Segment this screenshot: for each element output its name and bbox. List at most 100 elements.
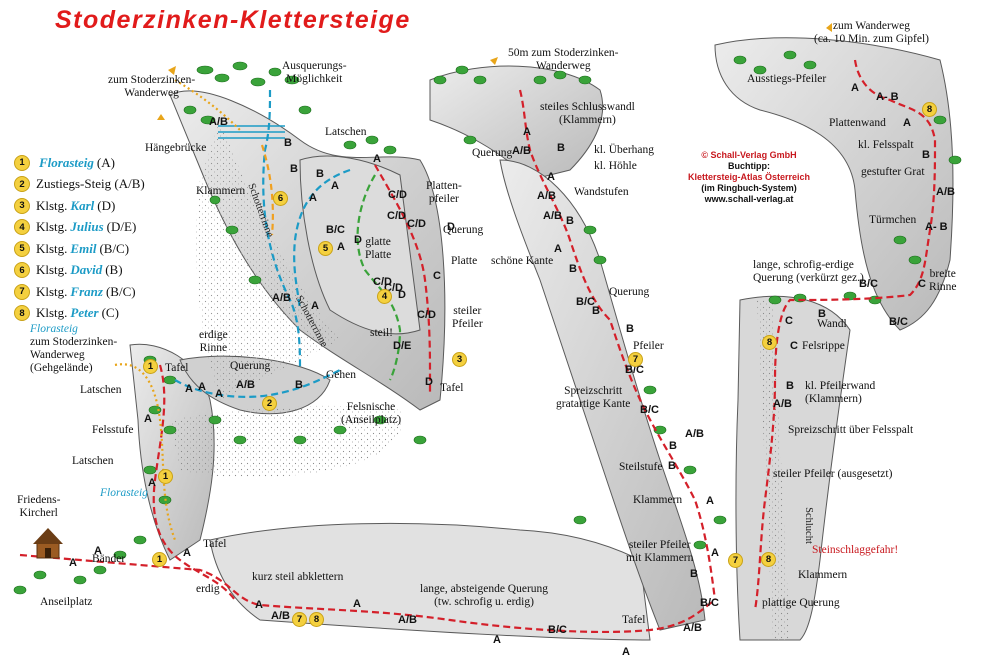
label-wandl: Wandl <box>817 318 847 330</box>
label-querung-mid: Querung <box>443 224 484 236</box>
grade-label: A/B <box>936 186 955 198</box>
label-steiler-pfeiler-ausgesetzt: steiler Pfeiler (ausgesetzt) <box>773 468 893 480</box>
label-kurz-steil: kurz steil abklettern <box>252 571 344 583</box>
grade-label: A <box>311 300 319 312</box>
legend-grade: (B) <box>105 262 123 278</box>
grade-label: A/B <box>543 210 562 222</box>
label-schoene-kante: schöne Kante <box>491 255 554 267</box>
grade-label: B/C <box>548 624 567 636</box>
label-friedens-kircherl: Friedens-Kircherl <box>17 494 61 519</box>
label-latschen-top: Latschen <box>325 126 367 138</box>
exit-arrow-right <box>826 23 832 32</box>
publisher-book: Klettersteig-Atlas Österreich <box>687 172 811 182</box>
route-julius <box>356 174 402 381</box>
grade-label: D <box>398 289 406 301</box>
label-florasteig-bottom-label: Florasteig <box>100 487 148 499</box>
legend-number: 4 <box>14 219 30 236</box>
legend-prefix: Klstg. <box>36 240 68 256</box>
grade-label: D <box>447 221 455 233</box>
rock-left-slab <box>299 155 421 335</box>
grade-label: A/B <box>209 116 228 128</box>
label-plattige-querung: plattige Querung <box>762 597 840 609</box>
legend-grade: (B/C) <box>99 240 130 256</box>
grade-label: B/C <box>576 296 595 308</box>
grade-label: B/C <box>640 404 659 416</box>
legend-number: 5 <box>14 240 30 257</box>
route-marker-7: 7 <box>628 352 643 367</box>
grade-label: A <box>711 547 719 559</box>
label-klammern-left: Klammern <box>196 185 246 197</box>
grade-label: A/B <box>398 614 417 626</box>
publisher-web: www.schall-verlag.at <box>704 194 794 204</box>
legend-number: 3 <box>14 197 30 214</box>
route-marker-1: 1 <box>143 359 158 374</box>
label-steinschlag: Steinschlaggefahr! <box>812 544 899 556</box>
label-lange-absteigende: lange, absteigende Querung(tw. schrofig … <box>420 583 549 608</box>
grade-label: A <box>148 477 156 489</box>
publisher-system: (im Ringbuch-System) <box>701 183 797 193</box>
label-klammern-right: Klammern <box>798 569 848 581</box>
rock-center-top <box>429 65 604 181</box>
legend-route-name: Florasteig <box>39 154 94 170</box>
legend-grade: (A) <box>96 154 115 170</box>
label-steiles-schlusswandl: steiles Schlusswandl(Klammern) <box>540 101 635 126</box>
grade-label: A <box>851 82 859 94</box>
exit-arrow-top-left <box>168 66 176 75</box>
grade-label: B <box>668 460 676 472</box>
label-wandstufen: Wandstufen <box>574 186 629 198</box>
label-plattenwand: Plattenwand <box>829 117 886 129</box>
label-felsstufe: Felsstufe <box>92 424 134 436</box>
label-zum-wanderweg-gipfel: zum Wanderweg(ca. 10 Min. zum Gipfel) <box>814 20 929 45</box>
grade-label: B <box>690 568 698 580</box>
grade-label: A <box>69 557 77 569</box>
grade-label: C/D <box>387 210 406 222</box>
label-steilstufe: Steilstufe <box>619 461 663 473</box>
legend-prefix: Klstg. <box>36 262 68 278</box>
grade-label: B <box>284 137 292 149</box>
route-bottom-traverse <box>19 553 716 634</box>
label-klammern-center: Klammern <box>633 494 683 506</box>
scree-lower <box>170 405 402 478</box>
route-florasteig <box>152 364 236 601</box>
label-kl-ueberhang: kl. Überhang <box>594 144 655 156</box>
label-gehen: Gehen <box>326 369 357 381</box>
legend-number: 6 <box>14 262 30 279</box>
legend-grade: (B/C) <box>105 283 136 299</box>
grade-label: B/C <box>326 224 345 236</box>
route-marker-1: 1 <box>152 552 167 567</box>
route-karl <box>374 164 432 395</box>
grade-label: A/B <box>512 145 531 157</box>
grade-label: A/B <box>537 190 556 202</box>
legend-prefix: Klstg. <box>36 283 68 299</box>
route-marker-6: 6 <box>273 191 288 206</box>
grade-label: B <box>818 308 826 320</box>
label-tafel-left: Tafel <box>165 362 189 374</box>
grade-label: A/B <box>685 428 704 440</box>
route-marker-7: 7 <box>292 612 307 627</box>
exit-arrow-left <box>157 114 165 120</box>
grade-label: A <box>706 495 714 507</box>
label-pfeiler: Pfeiler <box>633 340 664 352</box>
grade-label: A/B <box>773 398 792 410</box>
grade-label: B <box>295 379 303 391</box>
grade-label: A <box>523 126 531 138</box>
grade-label: B <box>569 263 577 275</box>
label-querung-center2: Querung <box>609 286 650 298</box>
legend-grade: (C) <box>101 305 119 321</box>
label-latschen-left2: Latschen <box>72 455 114 467</box>
legend-prefix: Zustiegs-Steig <box>36 176 112 192</box>
label-schlucht: Schlucht <box>802 507 814 544</box>
label-tafel-bottom-right: Tafel <box>622 614 646 626</box>
label-kl-felsspalt: kl. Felsspalt <box>858 139 914 151</box>
legend-prefix: Klstg. <box>36 305 68 321</box>
route-marker-8: 8 <box>762 335 777 350</box>
routes <box>19 59 937 634</box>
